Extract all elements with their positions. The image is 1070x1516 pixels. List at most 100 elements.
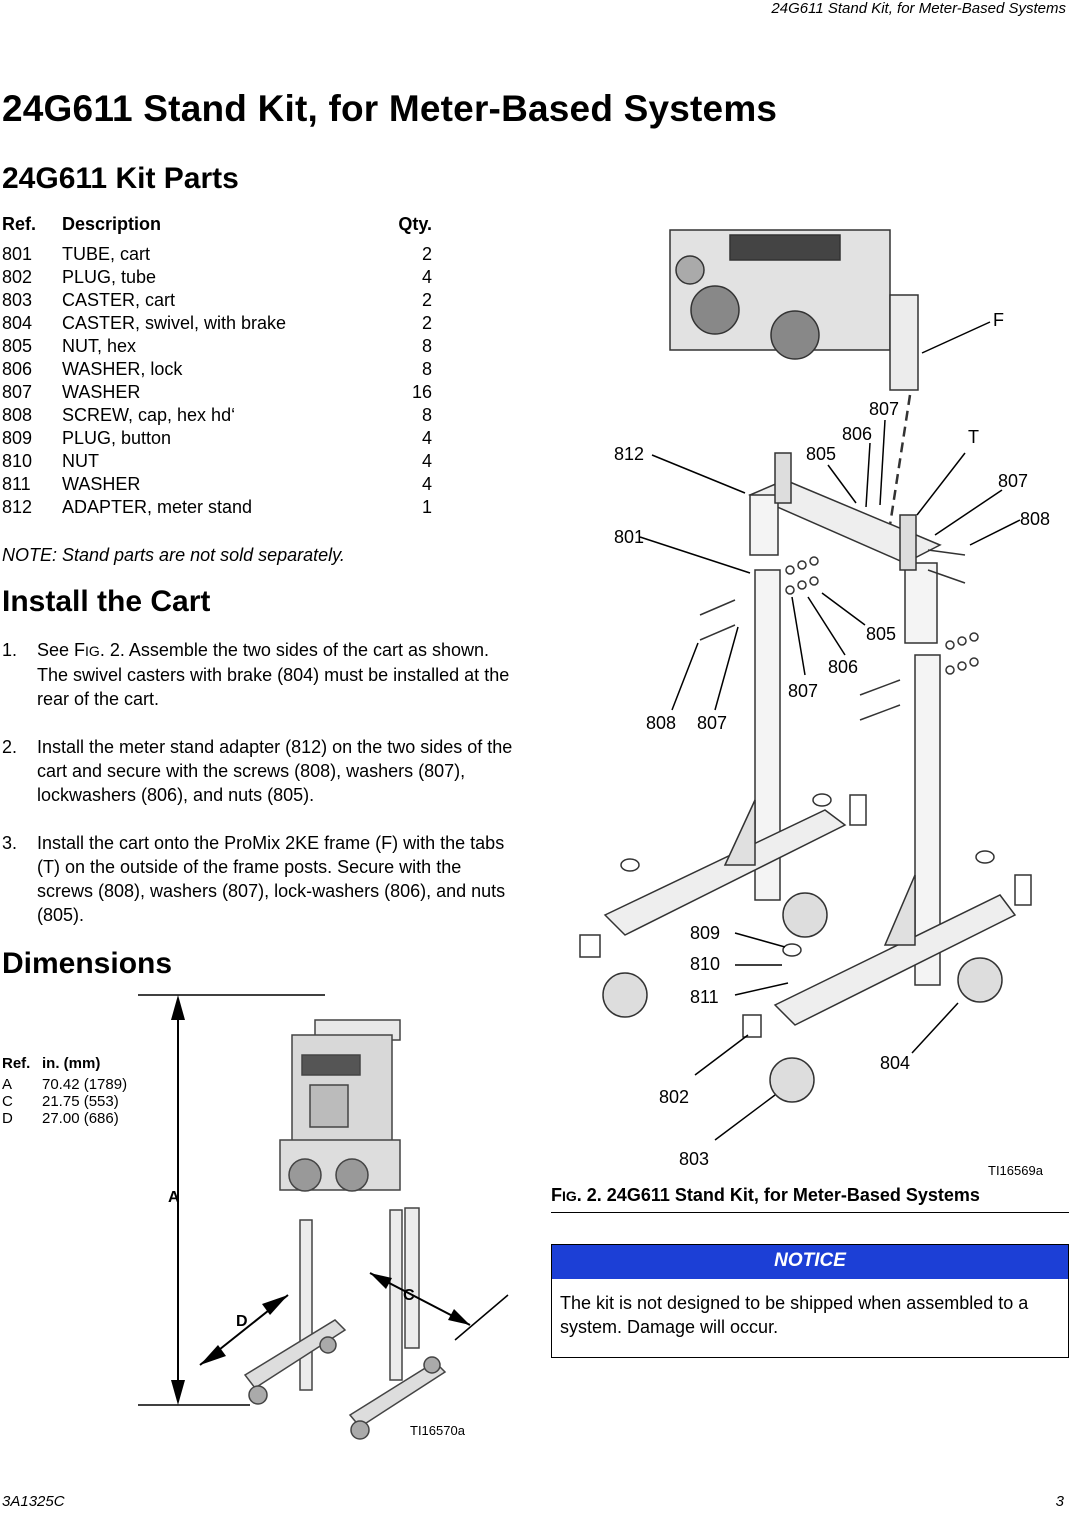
parts-row: 803 CASTER, cart 2 <box>2 289 432 312</box>
dimensions-image-id: TI16570a <box>410 1423 466 1438</box>
callout-806: 806 <box>842 424 872 444</box>
caption-fig-f: F <box>551 1185 562 1205</box>
page-number: 3 <box>1055 1493 1064 1510</box>
callout-804: 804 <box>880 1053 910 1073</box>
dim-cell-value: 70.42 (1789) <box>42 1076 128 1093</box>
exploded-parts-sketch <box>579 229 1032 1103</box>
parts-cell-description: PLUG, tube <box>62 267 157 287</box>
parts-cell-description: PLUG, button <box>62 428 172 448</box>
parts-cell-description: CASTER, swivel, with brake <box>62 313 287 333</box>
dim-row: D 27.00 (686) <box>2 1110 127 1127</box>
dimensions-header-row: Ref. in. (mm) <box>2 1055 127 1076</box>
dim-label-a: A <box>168 1189 180 1206</box>
figure-caption: FIG. 2. 24G611 Stand Kit, for Meter-Base… <box>551 1185 1069 1213</box>
parts-cell-description: NUT <box>62 451 99 471</box>
parts-cell-ref: 806 <box>2 359 33 379</box>
parts-cell-ref: 805 <box>2 336 33 356</box>
dim-label-d: D <box>236 1313 248 1330</box>
parts-cell-description: SCREW, cap, hex hd‘ <box>62 405 236 425</box>
dim-cell-ref: C <box>2 1093 13 1110</box>
step-number: 3. <box>2 833 18 853</box>
parts-cell-ref: 811 <box>2 474 31 494</box>
install-heading: Install the Cart <box>2 585 211 618</box>
dim-col-value: in. (mm) <box>42 1055 101 1072</box>
doc-number: 3A1325C <box>2 1493 65 1510</box>
parts-row: 812 ADAPTER, meter stand 1 <box>2 496 432 519</box>
col-description: Description <box>62 214 162 234</box>
callout-810: 810 <box>690 954 720 974</box>
step-text-post: . 2. Assemble the two sides of the cart … <box>37 640 510 709</box>
parts-cell-qty: 4 <box>421 428 432 448</box>
exploded-parts-figure: F T 812 801 807 806 805 807 808 805 806 … <box>579 229 1050 1178</box>
running-header: 24G611 Stand Kit, for Meter-Based System… <box>771 0 1066 17</box>
stand-parts-note: NOTE: Stand parts are not sold separatel… <box>2 545 345 565</box>
parts-cell-ref: 807 <box>2 382 33 402</box>
callout-807: 807 <box>998 471 1028 491</box>
callout-807: 807 <box>869 399 899 419</box>
parts-row: 805 NUT, hex 8 <box>2 335 432 358</box>
step-text: Install the meter stand adapter (812) on… <box>37 737 513 805</box>
install-step-2: 2. Install the meter stand adapter (812)… <box>2 735 517 807</box>
parts-cell-ref: 812 <box>2 497 33 517</box>
parts-cell-qty: 8 <box>421 405 432 425</box>
install-steps: 1. See FIG. 2. Assemble the two sides of… <box>2 638 517 951</box>
fig-ref-ig: IG <box>85 643 100 659</box>
parts-cell-ref: 802 <box>2 267 33 287</box>
parts-cell-description: CASTER, cart <box>62 290 176 310</box>
parts-row: 811 WASHER 4 <box>2 473 432 496</box>
parts-row: 808 SCREW, cap, hex hd‘ 8 <box>2 404 432 427</box>
parts-cell-qty: 1 <box>421 497 432 517</box>
col-qty: Qty. <box>398 214 432 234</box>
callout-807: 807 <box>788 681 818 701</box>
callout-802: 802 <box>659 1087 689 1107</box>
col-ref: Ref. <box>2 214 37 234</box>
parts-cell-description: WASHER <box>62 474 141 494</box>
parts-cell-ref: 803 <box>2 290 33 310</box>
dim-cell-ref: A <box>2 1076 13 1093</box>
callout-808: 808 <box>646 713 676 733</box>
parts-cell-qty: 4 <box>421 451 432 471</box>
parts-cell-description: ADAPTER, meter stand <box>62 497 253 517</box>
install-step-1: 1. See FIG. 2. Assemble the two sides of… <box>2 638 517 711</box>
figure-image-id: TI16569a <box>988 1163 1044 1178</box>
parts-cell-ref: 809 <box>2 428 33 448</box>
dim-cell-ref: D <box>2 1110 13 1127</box>
callout-801: 801 <box>614 527 644 547</box>
callout-805: 805 <box>866 624 896 644</box>
parts-cell-description: NUT, hex <box>62 336 137 356</box>
parts-cell-ref: 808 <box>2 405 33 425</box>
parts-cell-ref: 804 <box>2 313 33 333</box>
parts-cell-qty: 2 <box>421 244 432 264</box>
page-title: 24G611 Stand Kit, for Meter-Based System… <box>2 88 778 129</box>
parts-cell-qty: 2 <box>421 290 432 310</box>
step-number: 1. <box>2 640 18 660</box>
notice-box: NOTICE The kit is not designed to be shi… <box>551 1244 1069 1358</box>
callout-F: F <box>993 310 1004 330</box>
dim-col-ref: Ref. <box>2 1055 31 1072</box>
parts-cell-qty: 4 <box>421 474 432 494</box>
dimensions-drawing: A D C TI16570a <box>138 994 509 1440</box>
dimensions-heading: Dimensions <box>2 947 173 980</box>
dim-cell-value: 27.00 (686) <box>42 1110 119 1127</box>
kit-parts-header-row: Ref. Description Qty. <box>2 213 432 243</box>
kit-parts-heading: 24G611 Kit Parts <box>2 162 239 195</box>
parts-cell-qty: 2 <box>421 313 432 333</box>
dim-row: A 70.42 (1789) <box>2 1076 127 1093</box>
install-step-3: 3. Install the cart onto the ProMix 2KE … <box>2 831 517 927</box>
callout-803: 803 <box>679 1149 709 1169</box>
callout-809: 809 <box>690 923 720 943</box>
parts-row: 809 PLUG, button 4 <box>2 427 432 450</box>
caption-fig-ig: IG <box>562 1188 577 1204</box>
callout-806: 806 <box>828 657 858 677</box>
callout-812: 812 <box>614 444 644 464</box>
parts-cell-qty: 8 <box>421 336 432 356</box>
